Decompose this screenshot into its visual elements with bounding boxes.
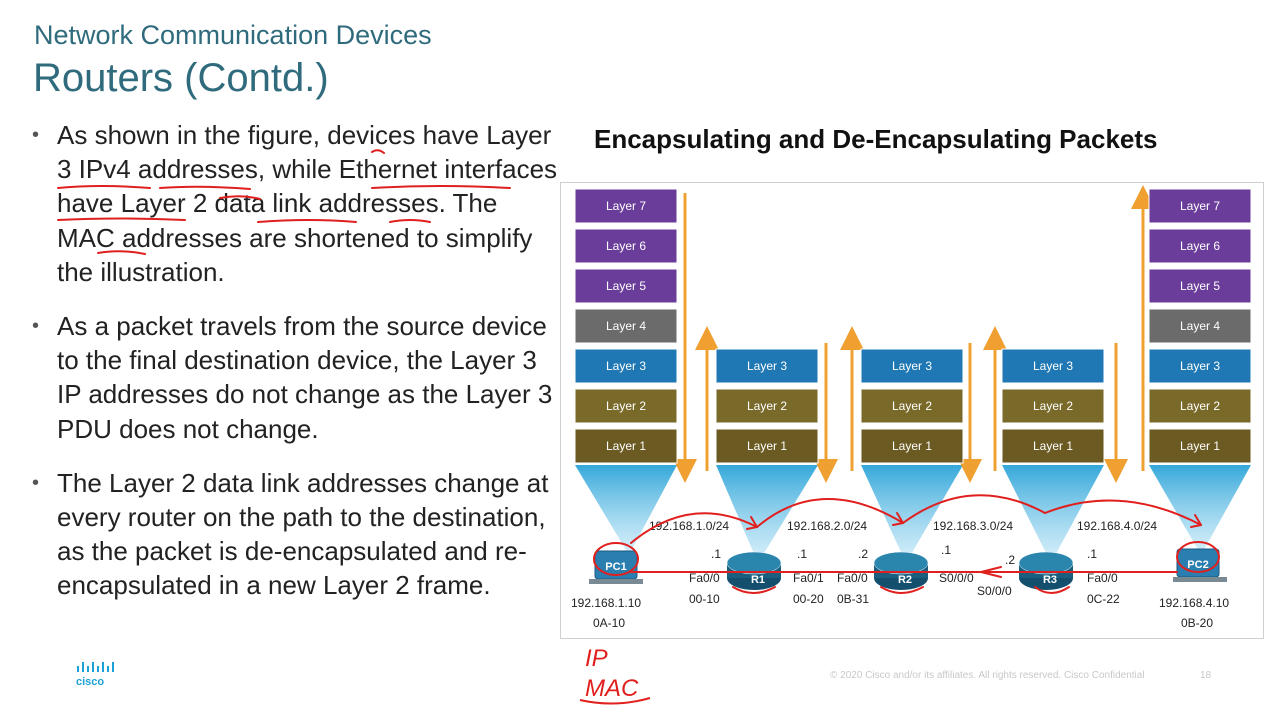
svg-text:R2: R2 — [898, 574, 912, 586]
pc1-beam — [575, 465, 677, 555]
layer-label: Layer 3 — [892, 359, 932, 373]
r2-layer-stack: Layer 3 Layer 2 Layer 1 — [860, 348, 964, 464]
layer-label: Layer 1 — [606, 439, 646, 453]
svg-text:.2: .2 — [858, 547, 868, 561]
svg-text:192.168.4.10: 192.168.4.10 — [1159, 596, 1229, 610]
layer-label: Layer 1 — [1180, 439, 1220, 453]
pc2-layer-stack: Layer 7 Layer 6 Layer 5 Layer 4 Layer 3 … — [1148, 188, 1252, 464]
svg-text:PC2: PC2 — [1187, 559, 1208, 571]
svg-text:0B-20: 0B-20 — [1181, 616, 1213, 630]
layer-label: Layer 1 — [1033, 439, 1073, 453]
layer-label: Layer 2 — [606, 399, 646, 413]
svg-text:Fa0/0: Fa0/0 — [1087, 571, 1118, 585]
layer-label: Layer 3 — [1033, 359, 1073, 373]
layer-label: Layer 2 — [747, 399, 787, 413]
layer-label: Layer 6 — [1180, 239, 1220, 253]
layer-label: Layer 7 — [1180, 199, 1220, 213]
layer-label: Layer 2 — [1180, 399, 1220, 413]
network-label: 192.168.1.0/24 — [649, 519, 729, 533]
svg-text:.1: .1 — [1087, 547, 1097, 561]
r3-beam — [1002, 465, 1104, 563]
svg-text:cisco: cisco — [76, 676, 104, 688]
layer-label: Layer 2 — [1033, 399, 1073, 413]
svg-text:Fa0/1: Fa0/1 — [793, 571, 824, 585]
bullet-item: As shown in the figure, devices have Lay… — [30, 118, 560, 289]
bullet-item: As a packet travels from the source devi… — [30, 309, 560, 446]
svg-text:S0/0/0: S0/0/0 — [939, 571, 974, 585]
encapsulation-diagram: Layer 7 Layer 6 Layer 5 Layer 4 Layer 3 … — [560, 182, 1264, 639]
page-number: 18 — [1200, 670, 1212, 681]
layer-label: Layer 1 — [892, 439, 932, 453]
svg-text:.1: .1 — [711, 547, 721, 561]
slide-subtitle: Network Communication Devices — [34, 20, 432, 50]
svg-text:.1: .1 — [941, 543, 951, 557]
network-label: 192.168.3.0/24 — [933, 519, 1013, 533]
layer-label: Layer 6 — [606, 239, 646, 253]
bullet-item: The Layer 2 data link addresses change a… — [30, 466, 560, 603]
layer-label: Layer 4 — [1180, 319, 1220, 333]
svg-text:0A-10: 0A-10 — [593, 616, 625, 630]
svg-text:S0/0/0: S0/0/0 — [977, 584, 1012, 598]
r1-layer-stack: Layer 3 Layer 2 Layer 1 — [715, 348, 819, 464]
layer-label: Layer 5 — [1180, 279, 1220, 293]
layer-label: Layer 1 — [747, 439, 787, 453]
router-r1-icon: R1 — [726, 551, 782, 590]
layer-label: Layer 4 — [606, 319, 646, 333]
svg-text:00-10: 00-10 — [689, 592, 720, 606]
svg-text:PC1: PC1 — [605, 561, 626, 573]
svg-text:IP: IP — [585, 645, 608, 672]
layer-label: Layer 7 — [606, 199, 646, 213]
svg-text:Fa0/0: Fa0/0 — [837, 571, 868, 585]
bullet-list: As shown in the figure, devices have Lay… — [30, 118, 560, 623]
svg-text:Fa0/0: Fa0/0 — [689, 571, 720, 585]
handwritten-hop-arrows — [593, 494, 1220, 594]
layer-label: Layer 3 — [1180, 359, 1220, 373]
layer-label: Layer 3 — [747, 359, 787, 373]
svg-text:.1: .1 — [797, 547, 807, 561]
svg-text:192.168.1.10: 192.168.1.10 — [571, 596, 641, 610]
svg-text:0C-22: 0C-22 — [1087, 592, 1120, 606]
pc2-beam — [1149, 465, 1251, 555]
svg-text:0B-31: 0B-31 — [837, 592, 869, 606]
handwritten-ip-mac: IP MAC — [579, 645, 651, 705]
copyright-text: © 2020 Cisco and/or its affiliates. All … — [830, 670, 1145, 681]
r3-layer-stack: Layer 3 Layer 2 Layer 1 — [1001, 348, 1105, 464]
svg-text:R3: R3 — [1043, 574, 1057, 586]
layer-label: Layer 5 — [606, 279, 646, 293]
cisco-logo: cisco — [72, 660, 122, 688]
r1-beam — [716, 465, 818, 563]
pc1-icon: PC1 — [589, 550, 643, 584]
r2-beam — [861, 465, 963, 563]
svg-text:00-20: 00-20 — [793, 592, 824, 606]
layer-label: Layer 2 — [892, 399, 932, 413]
layer-label: Layer 3 — [606, 359, 646, 373]
network-label: 192.168.4.0/24 — [1077, 519, 1157, 533]
svg-text:.2: .2 — [1005, 553, 1015, 567]
pc1-layer-stack: Layer 7 Layer 6 Layer 5 Layer 4 Layer 3 … — [574, 188, 678, 464]
svg-text:MAC: MAC — [585, 675, 639, 702]
svg-text:R1: R1 — [751, 574, 765, 586]
handwritten-underlines — [57, 149, 511, 255]
network-label: 192.168.2.0/24 — [787, 519, 867, 533]
figure-title: Encapsulating and De-Encapsulating Packe… — [594, 124, 1158, 154]
slide-title: Routers (Contd.) — [33, 56, 329, 100]
